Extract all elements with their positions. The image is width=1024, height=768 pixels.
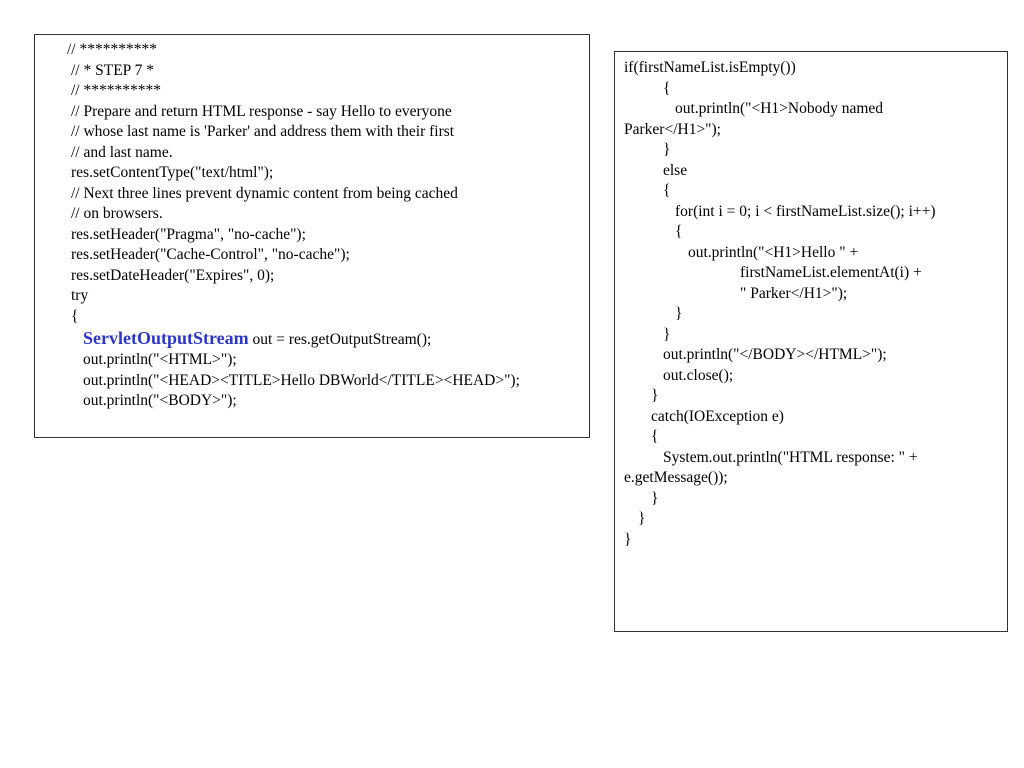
left-code-panel: // ********** // * STEP 7 * // *********… — [34, 34, 590, 438]
code-line: } — [651, 490, 659, 507]
code-line: { — [651, 428, 659, 445]
code-line: out.println("</BODY></HTML>"); — [663, 346, 887, 363]
code-line: System.out.println("HTML response: " + — [663, 449, 918, 466]
code-line: res.setContentType("text/html"); — [71, 164, 274, 181]
code-line: e.getMessage()); — [624, 469, 728, 486]
code-line: ServletOutputStream out = res.getOutputS… — [83, 328, 431, 348]
code-line: res.setHeader("Cache-Control", "no-cache… — [71, 246, 350, 263]
code-line: // ********** — [71, 82, 161, 99]
code-line: out.println("<HEAD><TITLE>Hello DBWorld<… — [83, 372, 520, 389]
code-line: out.println("<H1>Nobody named — [675, 100, 884, 117]
code-fragment: out = res.getOutputStream(); — [248, 331, 432, 348]
code-line: out.println("<H1>Hello " + — [688, 244, 859, 261]
code-line: // Next three lines prevent dynamic cont… — [71, 185, 458, 202]
code-line: // whose last name is 'Parker' and addre… — [71, 123, 455, 140]
code-line: // on browsers. — [71, 205, 163, 222]
code-line: res.setDateHeader("Expires", 0); — [71, 267, 275, 284]
code-line: out.println("<BODY>"); — [83, 392, 237, 409]
code-line: for(int i = 0; i < firstNameList.size();… — [675, 203, 936, 220]
code-line: res.setHeader("Pragma", "no-cache"); — [71, 226, 306, 243]
code-line: } — [651, 387, 659, 404]
code-line: } — [675, 305, 683, 322]
code-line: } — [624, 531, 632, 548]
code-line: } — [663, 326, 671, 343]
right-code-panel: if(firstNameList.isEmpty()) { out.printl… — [614, 51, 1008, 632]
code-line: if(firstNameList.isEmpty()) — [624, 59, 796, 76]
code-line: // * STEP 7 * — [71, 62, 154, 79]
code-line: // and last name. — [71, 144, 173, 161]
code-line: { — [71, 308, 79, 325]
code-line: Parker</H1>"); — [624, 121, 721, 138]
code-line: firstNameList.elementAt(i) + — [740, 264, 922, 281]
highlighted-class-name: ServletOutputStream — [83, 328, 249, 348]
code-line: } — [663, 141, 671, 158]
code-line: { — [663, 80, 671, 97]
code-line: out.close(); — [663, 367, 734, 384]
code-line: // ********** — [67, 41, 157, 58]
code-line: out.println("<HTML>"); — [83, 351, 237, 368]
code-line: } — [638, 510, 646, 527]
code-line: // Prepare and return HTML response - sa… — [71, 103, 452, 120]
code-line: { — [675, 223, 683, 240]
code-line: { — [663, 182, 671, 199]
code-line: else — [663, 162, 688, 179]
code-line: catch(IOException e) — [651, 408, 784, 425]
code-line: " Parker</H1>"); — [740, 285, 848, 302]
code-line: try — [71, 287, 89, 304]
